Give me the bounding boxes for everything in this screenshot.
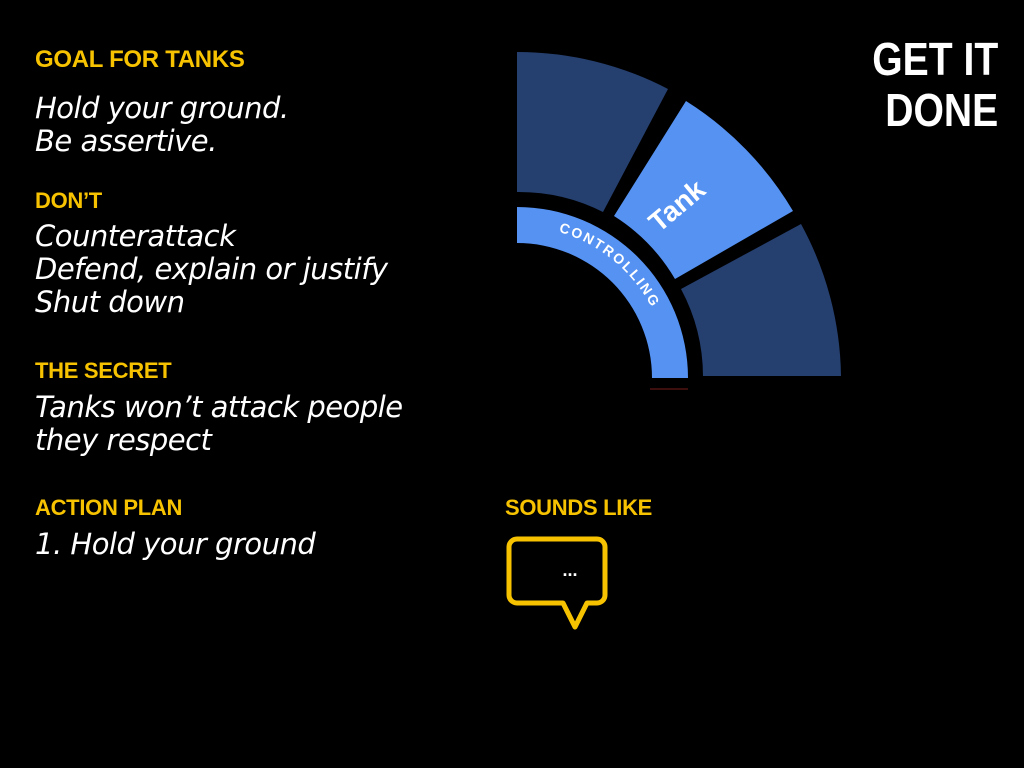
title-line: DONE (885, 84, 998, 136)
action-plan-heading: ACTION PLAN (35, 495, 183, 520)
secret-line: Tanks won’t attack people (35, 390, 403, 424)
secret-text: Tanks won’t attack people they respect (35, 391, 403, 457)
action-plan-line: 1. Hold your ground (35, 527, 316, 561)
dont-text: Counterattack Defend, explain or justify… (35, 220, 388, 319)
goal-heading: GOAL FOR TANKS (35, 46, 245, 73)
wheel-segment-top (517, 51, 668, 212)
secret-heading: THE SECRET (35, 358, 172, 383)
wheel-segment-right (681, 224, 841, 376)
dont-line: Defend, explain or justify (35, 252, 388, 286)
dont-line: Shut down (35, 285, 185, 319)
action-plan-text: 1. Hold your ground (35, 527, 316, 561)
goal-line: Hold your ground. (35, 91, 289, 125)
dont-heading: DON’T (35, 188, 102, 213)
wheel-segment-tank (614, 101, 793, 279)
dont-line: Counterattack (35, 219, 236, 253)
wheel-inner-band-controlling (517, 207, 688, 378)
goal-text: Hold your ground. Be assertive. (35, 92, 289, 158)
sounds-like-heading: SOUNDS LIKE (505, 495, 653, 520)
speech-bubble-text: ... (562, 560, 578, 580)
slide-title: GET IT DONE (872, 34, 998, 136)
secret-line: they respect (35, 423, 212, 457)
title-line: GET IT (872, 33, 998, 85)
speech-bubble-icon (506, 536, 608, 630)
goal-line: Be assertive. (35, 124, 217, 158)
